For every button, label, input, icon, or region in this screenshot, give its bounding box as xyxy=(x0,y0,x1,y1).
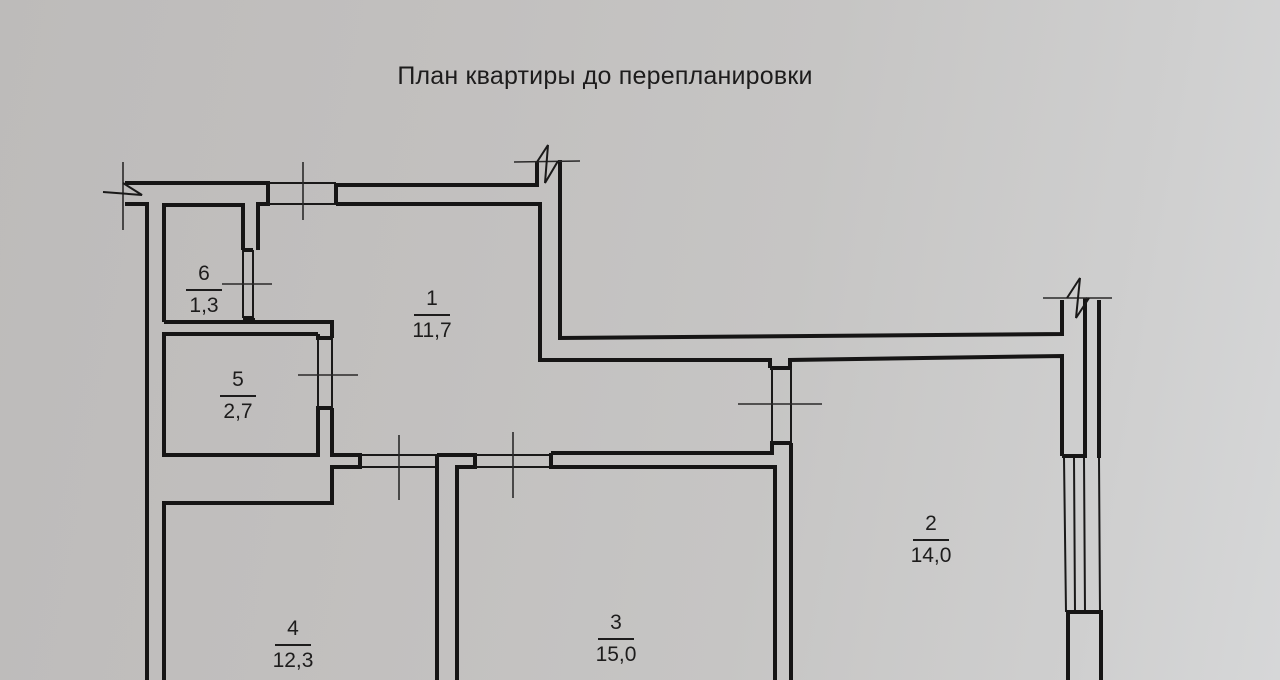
room-area: 1,3 xyxy=(189,294,219,317)
room-2-label: 2 14,0 xyxy=(896,512,966,568)
room-2-door xyxy=(738,353,1064,680)
room-5-walls xyxy=(162,332,358,457)
room-number: 6 xyxy=(198,262,210,285)
room-6-walls xyxy=(162,203,334,338)
wall-break-middle-icon xyxy=(513,144,581,184)
fraction-bar xyxy=(275,644,311,646)
room-area: 15,0 xyxy=(595,643,637,666)
entrance-door xyxy=(268,162,338,220)
room-number: 4 xyxy=(287,617,299,640)
room-3-label: 3 15,0 xyxy=(581,611,651,667)
corridor-walls xyxy=(336,160,1064,368)
top-wall-left xyxy=(125,181,270,680)
room-4-label: 4 12,3 xyxy=(258,617,328,673)
fraction-bar xyxy=(186,289,222,291)
room-area: 2,7 xyxy=(223,400,253,423)
wall-break-right-icon xyxy=(1043,277,1112,319)
room-number: 1 xyxy=(426,287,438,310)
room-number: 3 xyxy=(610,611,622,634)
middle-walls xyxy=(162,408,790,680)
fraction-bar xyxy=(598,638,634,640)
room-area: 11,7 xyxy=(412,319,452,342)
room-5-label: 5 2,7 xyxy=(203,368,273,424)
fraction-bar xyxy=(220,395,256,397)
room-number: 5 xyxy=(232,368,244,391)
room-6-label: 6 1,3 xyxy=(169,262,239,318)
fraction-bar xyxy=(913,539,949,541)
plan-title: План квартиры до перепланировки xyxy=(397,62,813,90)
room-number: 2 xyxy=(925,512,937,535)
right-wall-window xyxy=(1062,297,1103,680)
room-area: 14,0 xyxy=(910,544,952,567)
wall-break-left-icon xyxy=(102,162,143,230)
room-area: 12,3 xyxy=(272,649,314,672)
room-1-label: 1 11,7 xyxy=(397,287,467,343)
fraction-bar xyxy=(414,314,450,316)
